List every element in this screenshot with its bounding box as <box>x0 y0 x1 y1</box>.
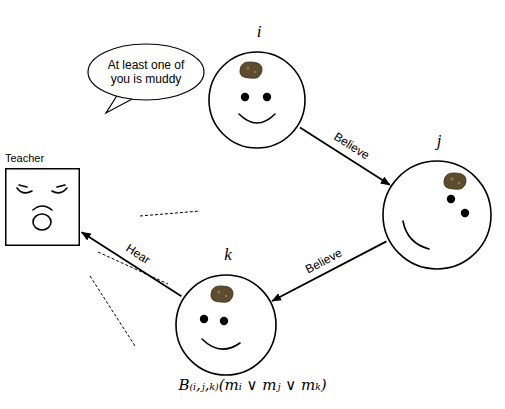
teacher-box: Teacher <box>5 168 80 246</box>
edge-label: Believe <box>331 130 372 163</box>
face-drawing <box>207 50 307 150</box>
face-drawing <box>174 273 278 377</box>
belief-formula: B₍ᵢ,ⱼ,ₖ₎(mᵢ ∨ mⱼ ∨ mₖ) <box>0 376 505 394</box>
agent-label: j <box>437 131 442 151</box>
node-title: Teacher <box>5 152 44 164</box>
mud-spot <box>211 286 233 302</box>
child-face: j <box>381 159 493 271</box>
speech-text: At least one of you is muddy <box>104 58 188 87</box>
relation-arrow <box>272 241 386 301</box>
face-drawing <box>381 159 493 271</box>
mud-spot <box>240 62 262 78</box>
edge-label: Believe <box>303 245 344 276</box>
relation-arrow <box>82 232 182 296</box>
relation-arrow <box>300 127 390 184</box>
agent-label: i <box>257 22 262 42</box>
mud-spot <box>444 173 466 189</box>
dashed-line <box>90 276 135 346</box>
dashed-line <box>140 211 200 216</box>
child-face: k <box>174 273 278 377</box>
teacher-face <box>5 168 80 246</box>
agent-label: k <box>224 245 232 265</box>
speech-bubble: At least one of you is muddy <box>86 42 206 114</box>
edge-label: Hear <box>123 241 152 267</box>
child-face: i <box>207 50 307 150</box>
